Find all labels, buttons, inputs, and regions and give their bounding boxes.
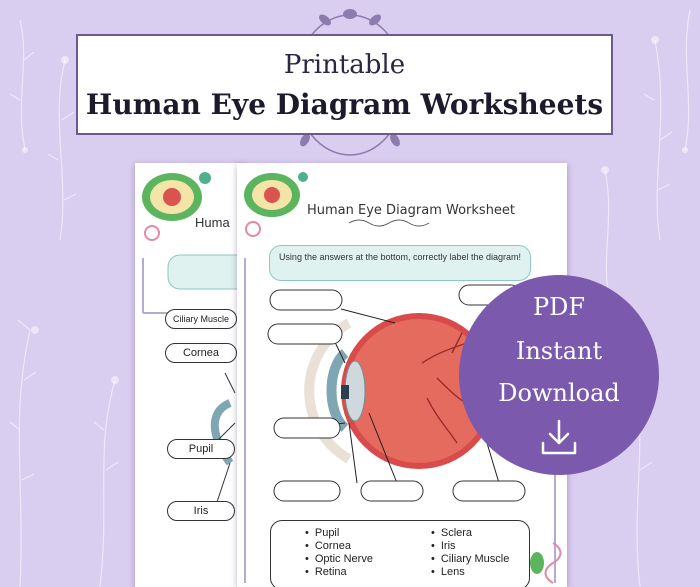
instructions-box: Using the answers at the bottom, correct… (269, 245, 531, 281)
word-bank-item: Ciliary Muscle (431, 553, 509, 566)
back-label-pupil: Pupil (167, 439, 235, 459)
word-bank-column-1: Pupil Cornea Optic Nerve Retina (305, 527, 373, 579)
download-icon (541, 419, 577, 455)
banner-title: Human Eye Diagram Worksheets (85, 88, 604, 121)
word-bank-item: Sclera (431, 527, 509, 540)
back-label-ciliary: Ciliary Muscle (165, 309, 237, 329)
back-worksheet: Huma Ciliary Muscle Cornea Pupil Iris (135, 163, 245, 587)
back-title-fragment: Huma (195, 215, 230, 230)
eye-diagram (244, 172, 562, 584)
word-bank-item: Retina (305, 566, 373, 579)
word-bank-item: Optic Nerve (305, 553, 373, 566)
pdf-download-badge[interactable]: PDF Instant Download (459, 275, 659, 475)
word-bank: Pupil Cornea Optic Nerve Retina Sclera I… (270, 520, 530, 587)
word-bank-column-2: Sclera Iris Ciliary Muscle Lens (431, 527, 509, 579)
cell-illustration (142, 172, 245, 509)
banner-subtitle: Printable (283, 50, 406, 80)
back-label-cornea: Cornea (165, 343, 237, 363)
badge-line-pdf: PDF (532, 293, 586, 321)
badge-line-instant: Instant (515, 337, 603, 365)
word-bank-item: Pupil (305, 527, 373, 540)
word-bank-item: Cornea (305, 540, 373, 553)
worksheet-title: Human Eye Diagram Worksheet (307, 203, 516, 218)
back-label-iris: Iris (167, 501, 235, 521)
word-bank-item: Iris (431, 540, 509, 553)
word-bank-item: Lens (431, 566, 509, 579)
title-banner: Printable Human Eye Diagram Worksheets (76, 34, 613, 135)
badge-line-download: Download (498, 379, 620, 407)
